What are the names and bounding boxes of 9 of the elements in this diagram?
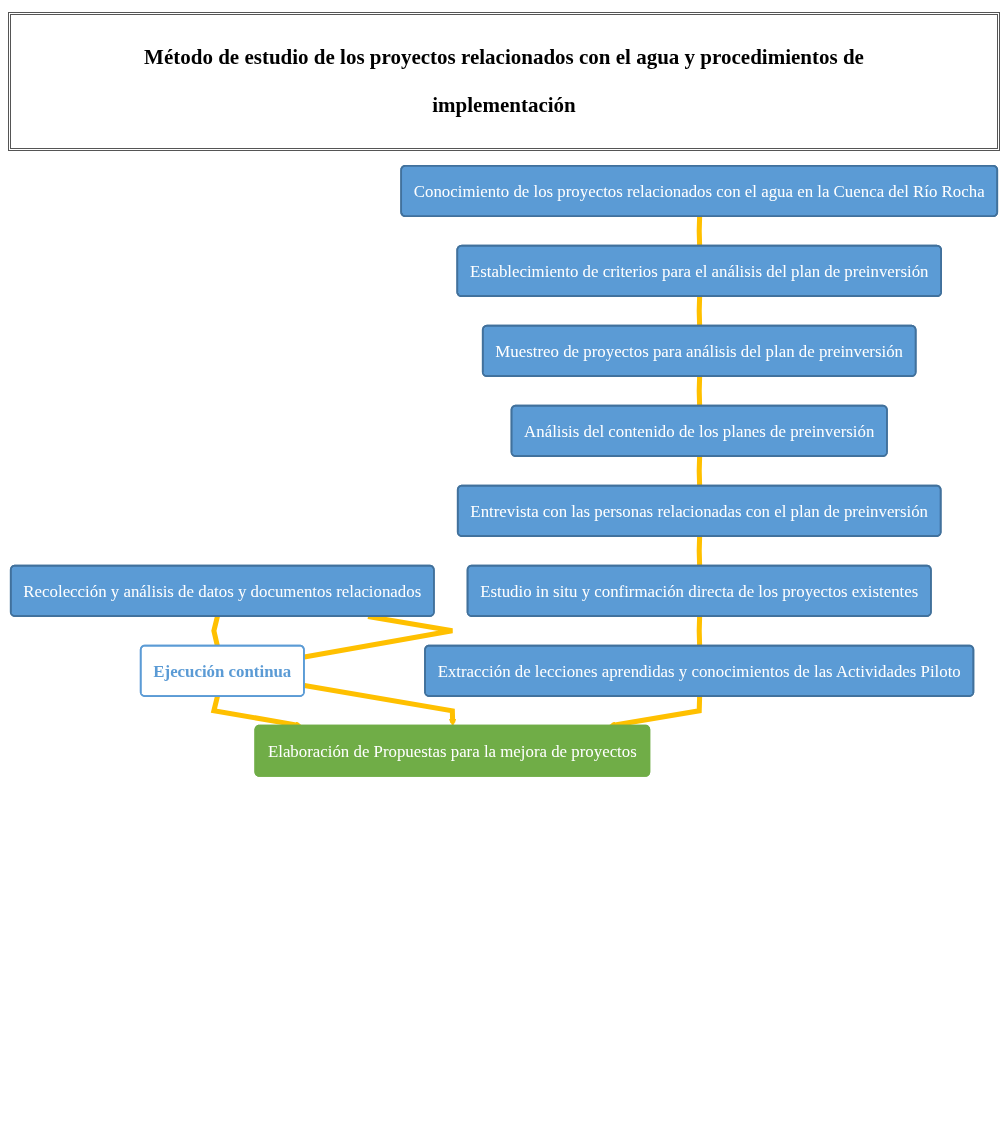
arrow	[303, 682, 457, 726]
connector	[696, 296, 703, 326]
diagram-title: Método de estudio de los proyectos relacionados con el agua y procedimientos de implementación	[8, 12, 1000, 151]
connector	[696, 616, 703, 646]
connector	[696, 456, 703, 486]
connector	[696, 216, 703, 246]
connector	[211, 615, 220, 647]
connector	[696, 376, 703, 406]
connector	[696, 536, 703, 566]
